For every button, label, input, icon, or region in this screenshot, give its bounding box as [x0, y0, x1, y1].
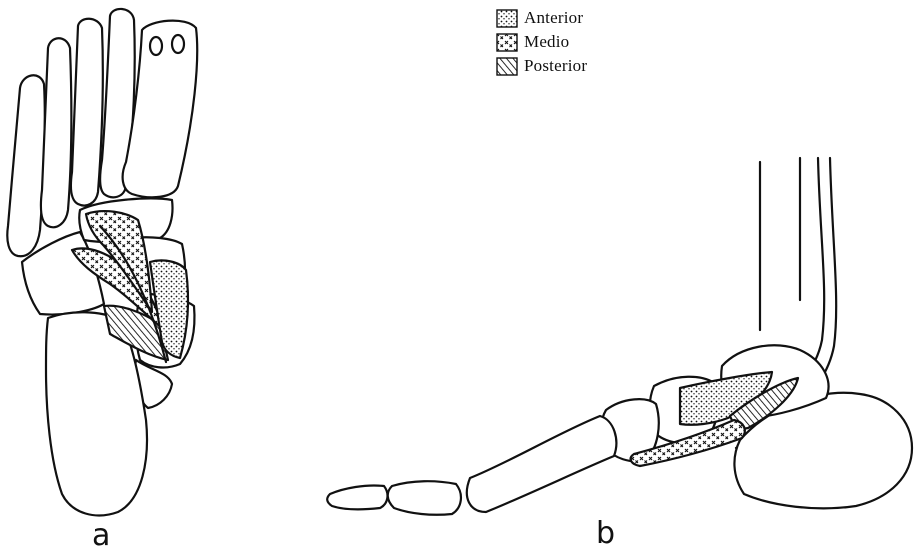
distal-phalanx-side	[327, 485, 387, 509]
legend-item-posterior: Posterior	[496, 54, 587, 78]
nail-mark-left	[150, 37, 162, 55]
legend-label-anterior: Anterior	[524, 8, 583, 28]
tibia-outline	[760, 158, 800, 330]
nail-mark-right	[172, 35, 184, 53]
fourth-metatarsal	[41, 38, 71, 227]
proximal-phalanx-side	[388, 481, 461, 515]
foot-dorsal-view	[7, 9, 197, 515]
legend-item-medio: Medio	[496, 30, 587, 54]
foot-side-view	[327, 158, 912, 515]
legend: Anterior Medio Posterior	[496, 6, 587, 78]
panel-label-a: a	[92, 518, 110, 553]
legend-label-medio: Medio	[524, 32, 569, 52]
legend-label-posterior: Posterior	[524, 56, 587, 76]
panel-label-b: b	[596, 516, 615, 551]
fifth-metatarsal	[7, 75, 44, 256]
metatarsal-side	[467, 416, 616, 512]
third-metatarsal	[71, 19, 103, 206]
legend-item-anterior: Anterior	[496, 6, 587, 30]
